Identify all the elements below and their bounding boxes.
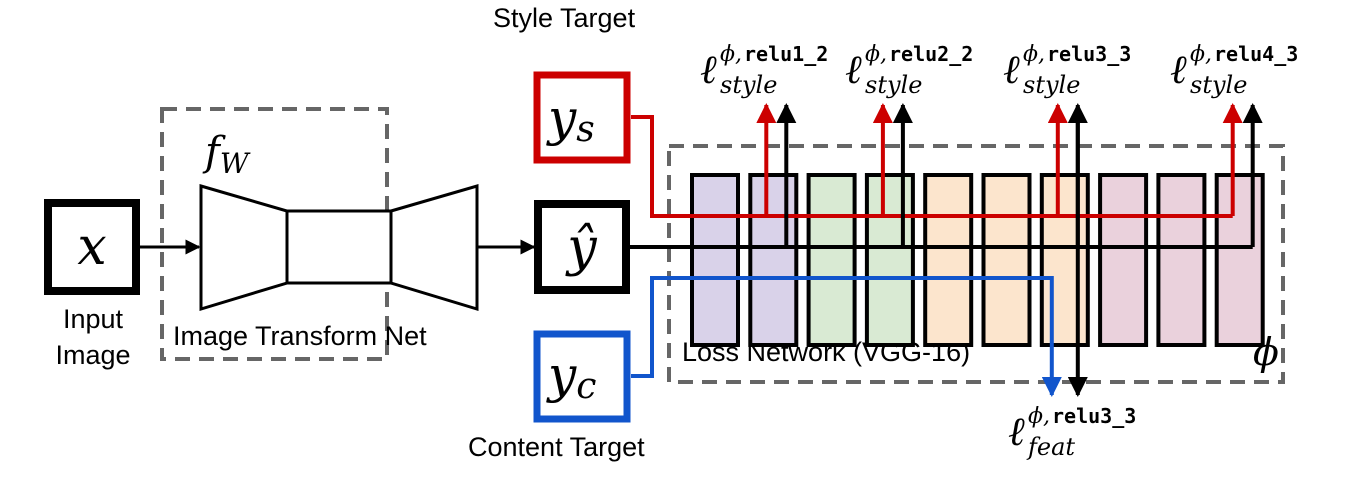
input-symbol: x <box>77 217 106 277</box>
vgg-layer-block[interactable] <box>1098 173 1149 347</box>
style-target-wire <box>631 115 1233 218</box>
vgg-layer-block[interactable] <box>1039 173 1090 347</box>
style-target-symbol: ys <box>546 89 595 150</box>
connection-wires <box>630 103 1263 397</box>
vgg-layer-block[interactable] <box>806 173 857 347</box>
loss-layer-name: relu3_3 <box>1052 404 1136 428</box>
loss-superscript: ϕ, <box>1190 42 1212 67</box>
bottleneck-shape <box>285 209 393 285</box>
style-target-box[interactable] <box>533 71 631 164</box>
vgg-layer-block[interactable] <box>1214 173 1265 347</box>
content-target-box[interactable] <box>533 330 631 423</box>
loss-symbol: ℓ <box>1008 409 1025 455</box>
loss-layer-name: relu3_3 <box>1047 42 1131 66</box>
vgg-layers <box>690 173 1265 347</box>
output-symbol: ŷ <box>565 218 597 278</box>
content-target-wire <box>631 276 1062 397</box>
loss-superscript: ϕ, <box>1023 42 1045 67</box>
loss-layer-name: relu2_2 <box>889 42 973 66</box>
vgg-layer-block[interactable] <box>981 173 1032 347</box>
transform-net-label: Image Transform Net <box>173 321 427 351</box>
encoder-shape <box>199 184 289 312</box>
loss-subscript: style <box>1190 71 1247 99</box>
loss-subscript: style <box>1023 71 1080 99</box>
input-label-line1: Input <box>63 304 124 334</box>
vgg-layer-block[interactable] <box>864 173 915 347</box>
loss-symbol: ℓ <box>700 47 717 93</box>
loss-network-region <box>667 144 1285 384</box>
content-target-symbol: yc <box>546 346 596 407</box>
style-target-label: Style Target <box>493 3 636 33</box>
loss-superscript: ϕ, <box>865 42 887 67</box>
loss-subscript: style <box>720 71 777 99</box>
loss-subscript: feat <box>1026 433 1075 461</box>
loss-layer-name: relu4_3 <box>1214 42 1298 66</box>
transform-net-symbol: fW <box>202 129 251 180</box>
vgg-layer-block[interactable] <box>690 173 740 347</box>
content-target-label: Content Target <box>468 432 645 462</box>
vgg-layer-block[interactable] <box>923 173 974 347</box>
loss-subscript: style <box>865 71 922 99</box>
input-image-box[interactable] <box>44 199 140 295</box>
input-label-line2: Image <box>55 340 130 370</box>
output-image-box[interactable] <box>534 200 630 294</box>
loss-superscript: ϕ, <box>720 42 742 67</box>
vgg-layer-block[interactable] <box>1156 173 1207 347</box>
loss-symbol: ℓ <box>1003 47 1020 93</box>
decoder-shape <box>389 184 479 312</box>
vgg-layer-block[interactable] <box>748 173 799 347</box>
loss-symbol: ℓ <box>845 47 862 93</box>
loss-symbol: ℓ <box>1170 47 1187 93</box>
loss-superscript: ϕ, <box>1028 404 1050 429</box>
loss-layer-name: relu1_2 <box>744 42 828 66</box>
